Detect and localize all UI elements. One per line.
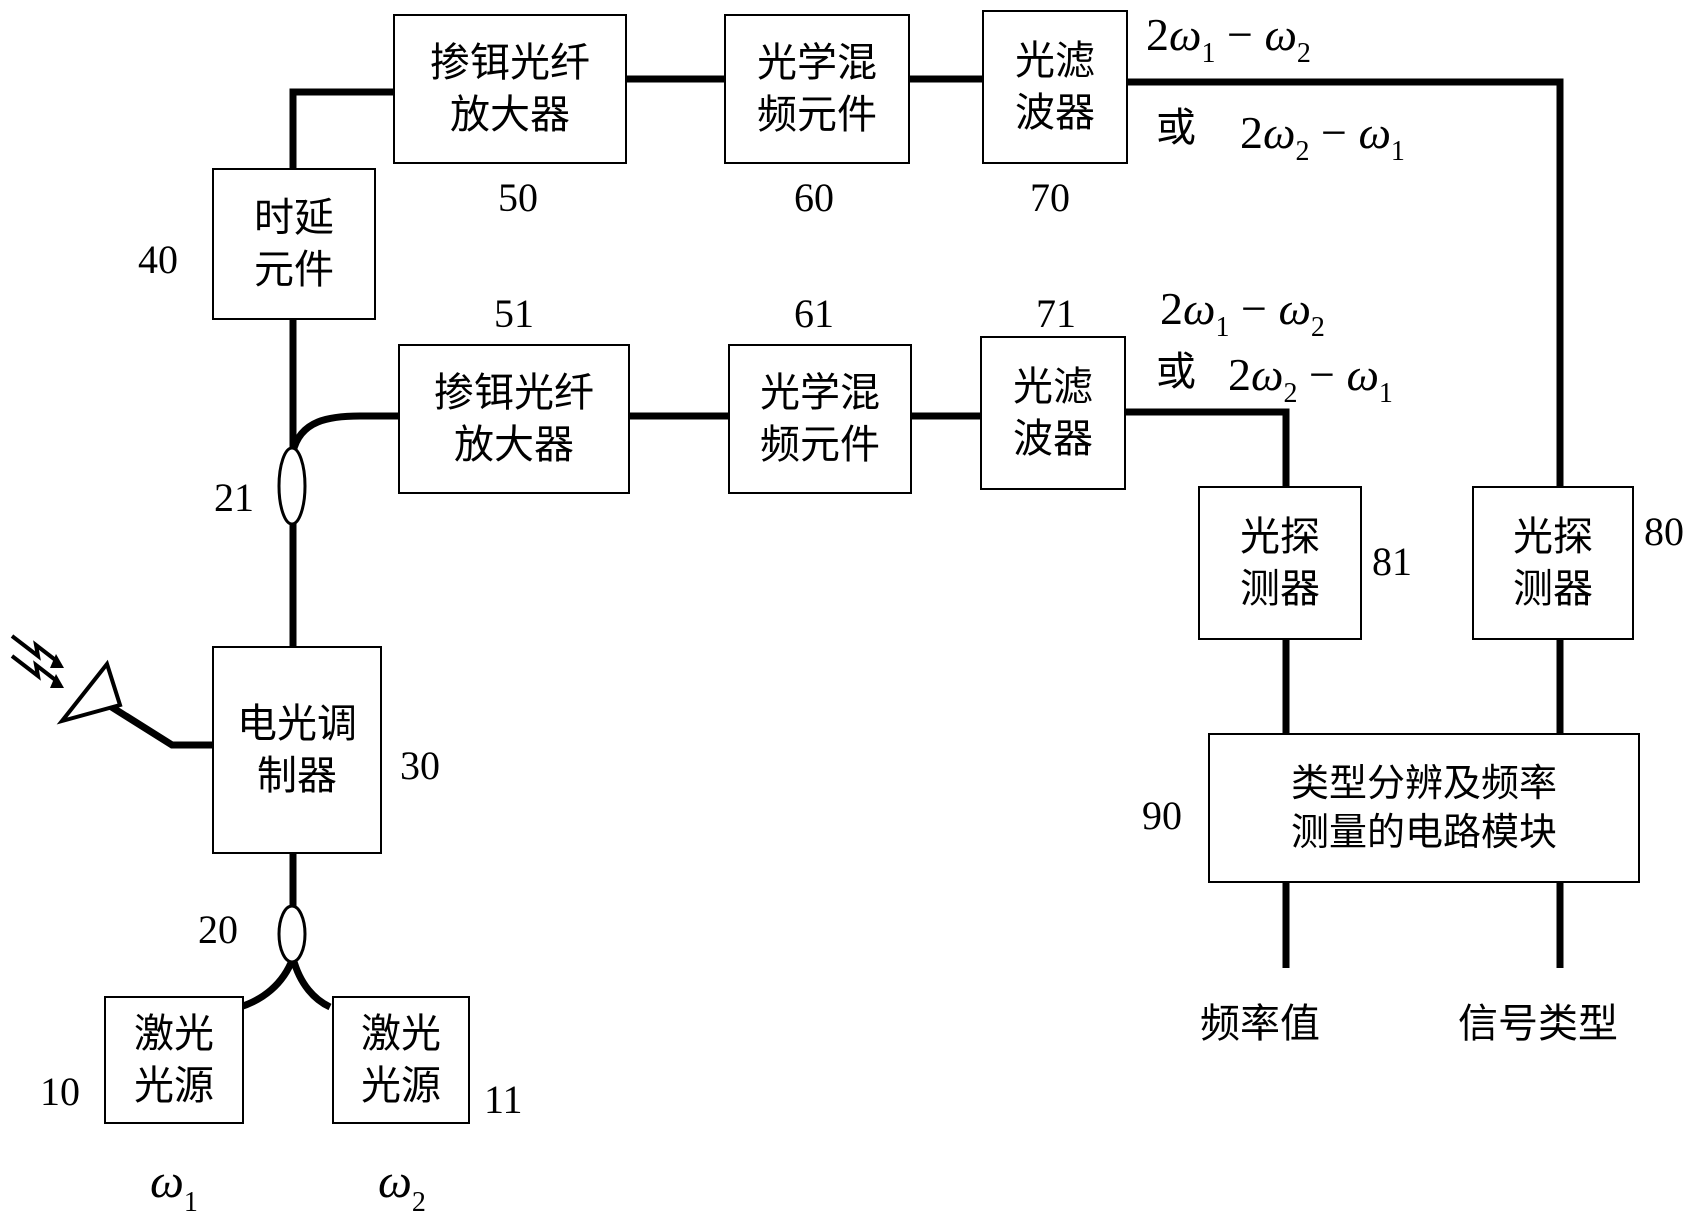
circuit-module-90: 类型分辨及频率 测量的电路模块: [1208, 733, 1640, 883]
formula-bottom-b-sub: 2: [1283, 378, 1297, 409]
formula-bottom-b-omega: ω: [1251, 349, 1283, 400]
formula-top-a: 2ω1 − ω2: [1146, 12, 1311, 68]
wire-delay-to-edfa-top: [293, 92, 393, 168]
output-signal-type: 信号类型: [1458, 1004, 1618, 1044]
edfa-51: 掺铒光纤 放大器: [398, 344, 630, 494]
omega-1-symbol: ω: [150, 1155, 184, 1208]
ref-21: 21: [214, 478, 254, 518]
ref-90: 90: [1142, 796, 1182, 836]
ref-10: 10: [40, 1072, 80, 1112]
optical-filter-71-label: 光滤 波器: [1013, 361, 1093, 465]
edfa-50: 掺铒光纤 放大器: [393, 14, 627, 164]
formula-bottom-a: 2ω1 − ω2: [1160, 286, 1325, 342]
ref-30: 30: [400, 746, 440, 786]
lightning-icon: [12, 636, 58, 682]
formula-top-b-sub2: 1: [1391, 136, 1405, 167]
formula-top-b: 2ω2 − ω1: [1240, 110, 1405, 166]
ref-70: 70: [1030, 178, 1070, 218]
ref-61: 61: [794, 294, 834, 334]
laser-source-10: 激光 光源: [104, 996, 244, 1124]
ref-11: 11: [484, 1080, 523, 1120]
optical-filter-71: 光滤 波器: [980, 336, 1126, 490]
edfa-50-label: 掺铒光纤 放大器: [430, 37, 590, 141]
omega-2-label: ω2: [378, 1158, 426, 1217]
formula-bottom-a-coef: 2: [1160, 283, 1183, 334]
optical-mixer-61-label: 光学混 频元件: [760, 367, 880, 471]
formula-bottom-a-sub: 1: [1215, 312, 1229, 343]
formula-top-a-coef: 2: [1146, 9, 1169, 60]
wire-laser1-to-coupler20: [240, 958, 293, 1007]
optical-filter-70-label: 光滤 波器: [1015, 35, 1095, 139]
coupler-20: [279, 906, 305, 962]
ref-80: 80: [1644, 512, 1684, 552]
omega-1-sub: 1: [184, 1187, 198, 1218]
formula-top-b-omega: ω: [1263, 107, 1295, 158]
ref-81: 81: [1372, 542, 1412, 582]
edfa-51-label: 掺铒光纤 放大器: [434, 367, 594, 471]
formula-bottom-b-sub2: 1: [1379, 378, 1393, 409]
eo-modulator-30: 电光调 制器: [212, 646, 382, 854]
photodetector-80-label: 光探 测器: [1513, 511, 1593, 615]
optical-mixer-60-label: 光学混 频元件: [757, 37, 877, 141]
circuit-module-90-label: 类型分辨及频率 测量的电路模块: [1291, 759, 1557, 858]
omega-2-sub: 2: [412, 1187, 426, 1218]
laser-source-10-label: 激光 光源: [134, 1008, 214, 1112]
wire-coupler21-to-edfa-bottom: [293, 416, 398, 452]
laser-source-11: 激光 光源: [332, 996, 470, 1124]
omega-1-label: ω1: [150, 1158, 198, 1217]
formula-top-b-minus: −: [1309, 107, 1358, 158]
formula-bottom-a-sub2: 2: [1311, 312, 1325, 343]
ref-71: 71: [1036, 294, 1076, 334]
ref-51: 51: [494, 294, 534, 334]
ref-60: 60: [794, 178, 834, 218]
photodetector-80: 光探 测器: [1472, 486, 1634, 640]
ref-20: 20: [198, 910, 238, 950]
optical-mixer-61: 光学混 频元件: [728, 344, 912, 494]
formula-bottom-b-omega2: ω: [1346, 349, 1378, 400]
laser-source-11-label: 激光 光源: [361, 1008, 441, 1112]
or-label-bottom: 或: [1156, 352, 1196, 392]
formula-bottom-a-omega: ω: [1183, 283, 1215, 334]
ref-50: 50: [498, 178, 538, 218]
ref-40: 40: [138, 240, 178, 280]
photodetector-81: 光探 测器: [1198, 486, 1362, 640]
delay-element-40-label: 时延 元件: [254, 192, 334, 296]
formula-top-a-omega2: ω: [1264, 9, 1296, 60]
formula-bottom-b: 2ω2 − ω1: [1228, 352, 1393, 408]
formula-top-b-coef: 2: [1240, 107, 1263, 158]
omega-2-symbol: ω: [378, 1155, 412, 1208]
wire-filter-bottom-to-detector81: [1126, 412, 1286, 486]
formula-top-a-minus: −: [1215, 9, 1264, 60]
eo-modulator-30-label: 电光调 制器: [237, 698, 357, 802]
formula-bottom-b-coef: 2: [1228, 349, 1251, 400]
wire-antenna-to-modulator: [110, 706, 212, 745]
delay-element-40: 时延 元件: [212, 168, 376, 320]
formula-bottom-a-omega2: ω: [1278, 283, 1310, 334]
wire-laser2-to-coupler20: [293, 958, 330, 1007]
output-frequency-value: 频率值: [1200, 1004, 1320, 1044]
or-label-top: 或: [1156, 108, 1196, 148]
coupler-21: [279, 448, 305, 524]
formula-bottom-a-minus: −: [1229, 283, 1278, 334]
formula-top-a-sub: 1: [1201, 38, 1215, 69]
optical-mixer-60: 光学混 频元件: [724, 14, 910, 164]
antenna-icon: [62, 664, 120, 721]
formula-top-a-omega: ω: [1169, 9, 1201, 60]
formula-top-b-sub: 2: [1295, 136, 1309, 167]
photodetector-81-label: 光探 测器: [1240, 511, 1320, 615]
formula-top-a-sub2: 2: [1297, 38, 1311, 69]
optical-filter-70: 光滤 波器: [982, 10, 1128, 164]
formula-bottom-b-minus: −: [1297, 349, 1346, 400]
formula-top-b-omega2: ω: [1358, 107, 1390, 158]
